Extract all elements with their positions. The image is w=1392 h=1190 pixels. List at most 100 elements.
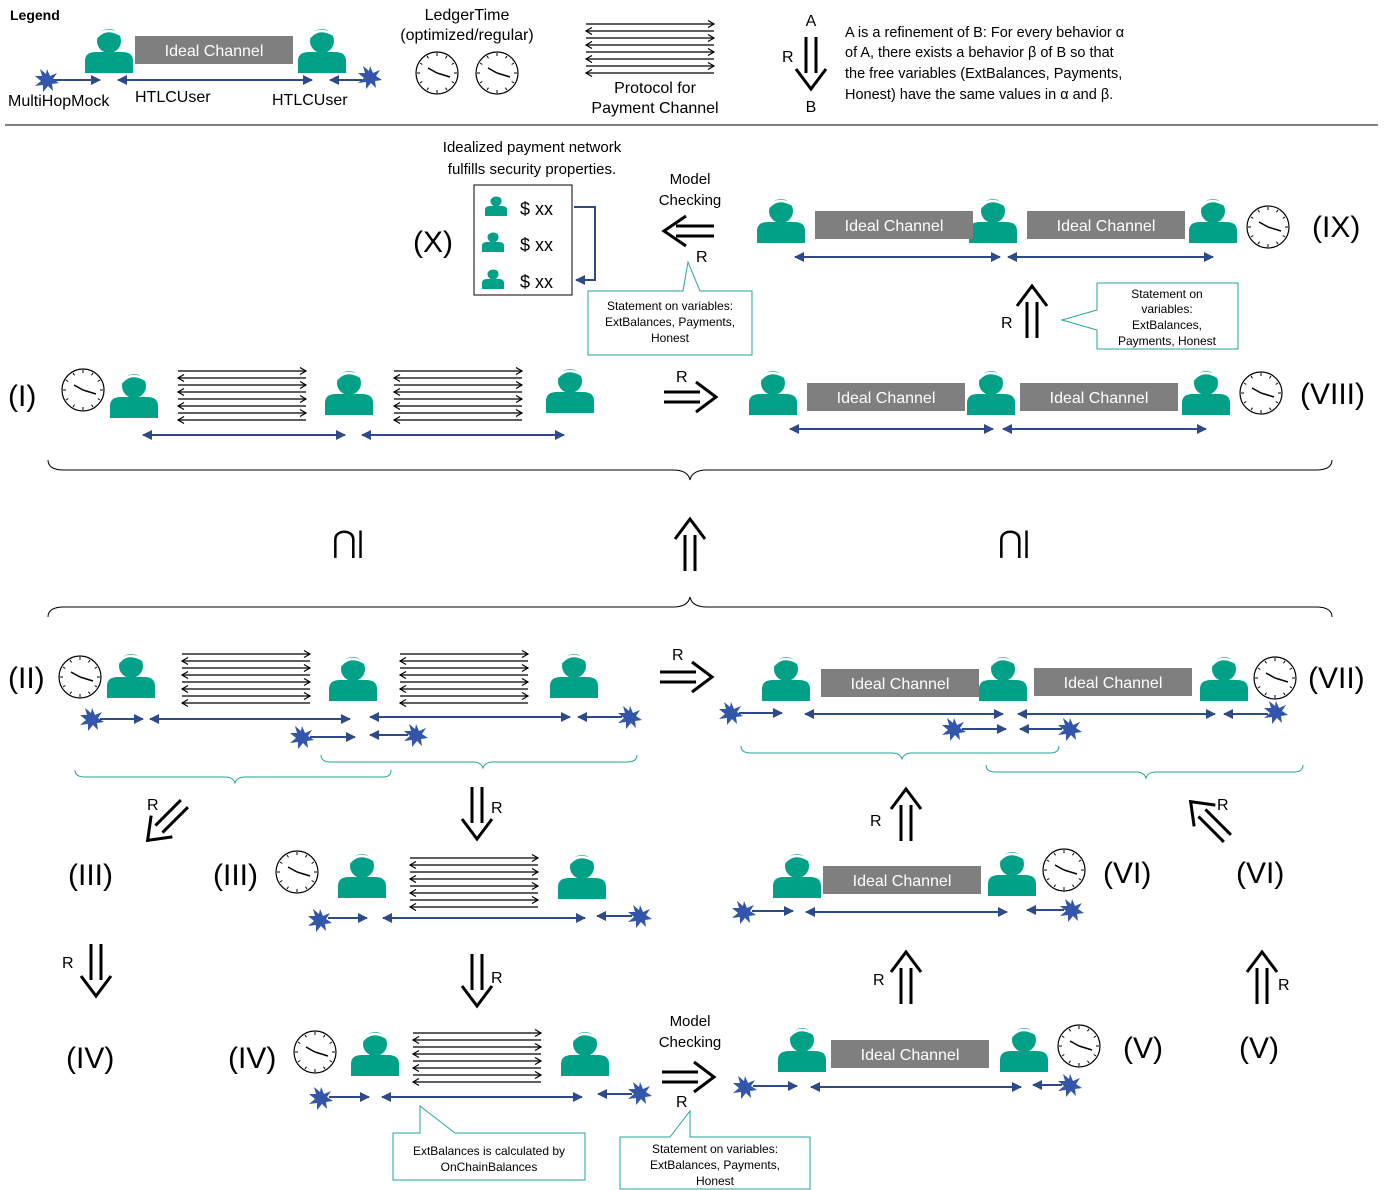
label-iv: (IV) [228, 1042, 276, 1075]
r-label: R [1217, 797, 1229, 814]
group-brace [74, 769, 392, 785]
label-ix: (IX) [1312, 211, 1360, 244]
r-label: R [672, 647, 684, 664]
user-icon [336, 852, 388, 900]
r-label: R [873, 972, 885, 989]
multihop-mock-icon [308, 909, 332, 932]
refinement-arrow [794, 35, 828, 91]
legend-multihopmock: MultiHopMock [8, 93, 110, 110]
subset-symbol: ⋂| [998, 526, 1030, 559]
group-brace [985, 764, 1304, 780]
legend-ledger-time: LedgerTime [425, 7, 510, 24]
legend-protocol: Protocol for [614, 80, 696, 97]
channel-label: Ideal Channel [845, 218, 944, 235]
legend-title: Legend [10, 7, 60, 23]
user-icon [986, 850, 1038, 898]
refinement-arrow-down [79, 942, 113, 998]
statement-callout [587, 260, 753, 356]
channel-label: Ideal Channel [837, 390, 936, 407]
label-iii: (III) [213, 859, 258, 892]
ideal-channel-box [1027, 211, 1185, 239]
r-label: R [491, 800, 503, 817]
balance-text: $ xx [520, 199, 553, 219]
refinement-arrow-down [460, 785, 494, 841]
model-checking-label: Model [670, 1013, 711, 1030]
user-icon [977, 655, 1029, 703]
multihop-mock-icon [309, 1087, 333, 1110]
user-icon [967, 197, 1019, 245]
model-checking-label: Checking [659, 192, 722, 209]
protocol-arrows [181, 649, 311, 708]
user-icon [548, 652, 600, 700]
multihop-mock-icon [358, 66, 382, 89]
protocol-arrows [409, 853, 539, 912]
statement-text: Payments, Honest [1118, 334, 1217, 348]
channel-label: Ideal Channel [1057, 218, 1156, 235]
user-icon [1180, 369, 1232, 417]
user-icon [755, 197, 807, 245]
balance-text: $ xx [520, 235, 553, 255]
legend-desc-line: A is a refinement of B: For every behavi… [845, 25, 1124, 41]
protocol-arrows [399, 649, 529, 708]
legend-a: A [806, 13, 817, 30]
extbalances-text: ExtBalances is calculated by [413, 1144, 565, 1158]
group-brace [740, 745, 1060, 761]
r-label: R [676, 369, 688, 386]
refinement-arrow-left [661, 214, 714, 248]
label-v: (V) [1239, 1032, 1279, 1065]
channel-label: Ideal Channel [861, 1047, 960, 1064]
statement-callout [1060, 282, 1239, 350]
group-brace [47, 596, 1333, 618]
label-iii: (III) [68, 859, 113, 892]
legend-ledger-time-sub: (optimized/regular) [400, 27, 533, 44]
user-icon [349, 1030, 401, 1078]
group-brace [47, 459, 1333, 481]
user-icon [556, 853, 608, 901]
refinement-arrow-diag [135, 791, 197, 853]
model-checking-label: Checking [659, 1034, 722, 1051]
user-icon [105, 652, 157, 700]
user-icon [83, 27, 135, 75]
channel-label: Ideal Channel [851, 676, 950, 693]
legend-desc-line: Honest) have the same values in α and β. [845, 87, 1113, 103]
legend-desc-line: the free variables (ExtBalances, Payment… [845, 66, 1122, 82]
legend-r: R [782, 49, 794, 66]
refinement-arrow-down [460, 952, 494, 1008]
statement-text: Honest [651, 331, 690, 345]
group-brace [320, 754, 638, 770]
user-icon [965, 369, 1017, 417]
r-label: R [696, 249, 708, 266]
user-icon [747, 369, 799, 417]
refinement-arrow-up [1015, 284, 1049, 340]
r-label: R [62, 955, 74, 972]
ideal-channel-box [815, 211, 973, 239]
clock-icon [61, 368, 105, 412]
multihop-mock-icon [1264, 701, 1288, 724]
model-checking-label: Model [670, 171, 711, 188]
balance-text: $ xx [520, 272, 553, 292]
legend-b: B [806, 99, 817, 116]
protocol-arrows [585, 19, 715, 78]
channel-label: Ideal Channel [1064, 675, 1163, 692]
protocol-arrows [412, 1028, 542, 1087]
refinement-arrow-right [662, 380, 718, 414]
ideal-channel-box [135, 36, 293, 64]
clock-icon [1253, 656, 1297, 700]
clock-icon [1239, 371, 1283, 415]
clock-icon [415, 51, 459, 95]
refinement-arrow-up [889, 787, 923, 843]
r-label: R [676, 1094, 688, 1111]
refinement-arrow-diag [1178, 789, 1240, 851]
statement-text: Statement on variables: [652, 1142, 778, 1156]
label-vii: (VII) [1308, 662, 1365, 695]
channel-label: Ideal Channel [1050, 390, 1149, 407]
user-icon [544, 367, 596, 415]
user-icon [760, 655, 812, 703]
refinement-arrow-up [1245, 950, 1279, 1006]
label-ii: (II) [8, 662, 45, 695]
channel-label: Ideal Channel [853, 873, 952, 890]
label-iv: (IV) [66, 1042, 114, 1075]
statement-callout [619, 1109, 811, 1190]
legend-protocol-sub: Payment Channel [591, 100, 718, 117]
statement-text: ExtBalances, [1132, 318, 1202, 332]
